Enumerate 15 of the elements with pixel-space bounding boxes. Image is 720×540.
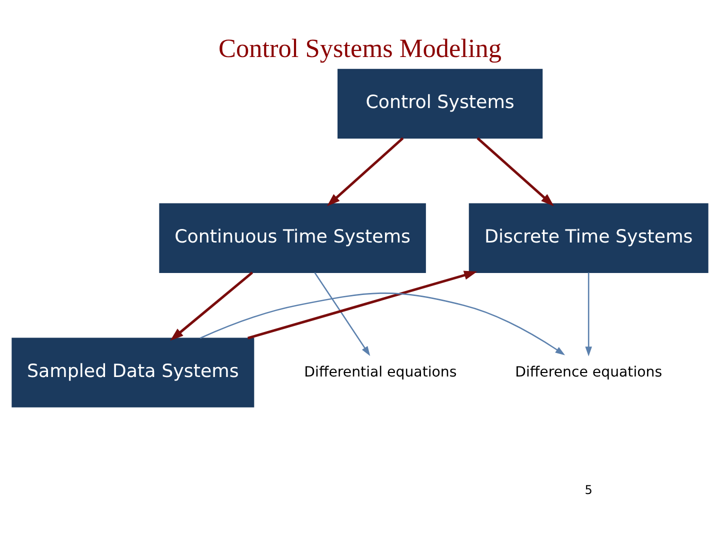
node-box: Continuous Time Systems (159, 202, 426, 273)
label: 5 (584, 482, 592, 496)
node-text: Difference equations (515, 364, 662, 380)
arrow (314, 272, 370, 356)
arrow (476, 136, 554, 206)
node-box: Control Systems (338, 68, 543, 138)
arrow (248, 270, 478, 339)
arrow (326, 136, 404, 206)
arrow (585, 272, 592, 356)
node-box: Discrete Time Systems (468, 202, 708, 273)
diagram-title: Control Systems Modeling (218, 34, 502, 63)
node-box: Sampled Data Systems (12, 337, 254, 407)
node-text: Differential equations (304, 364, 457, 380)
arrow (170, 271, 254, 340)
arrow (200, 292, 566, 355)
